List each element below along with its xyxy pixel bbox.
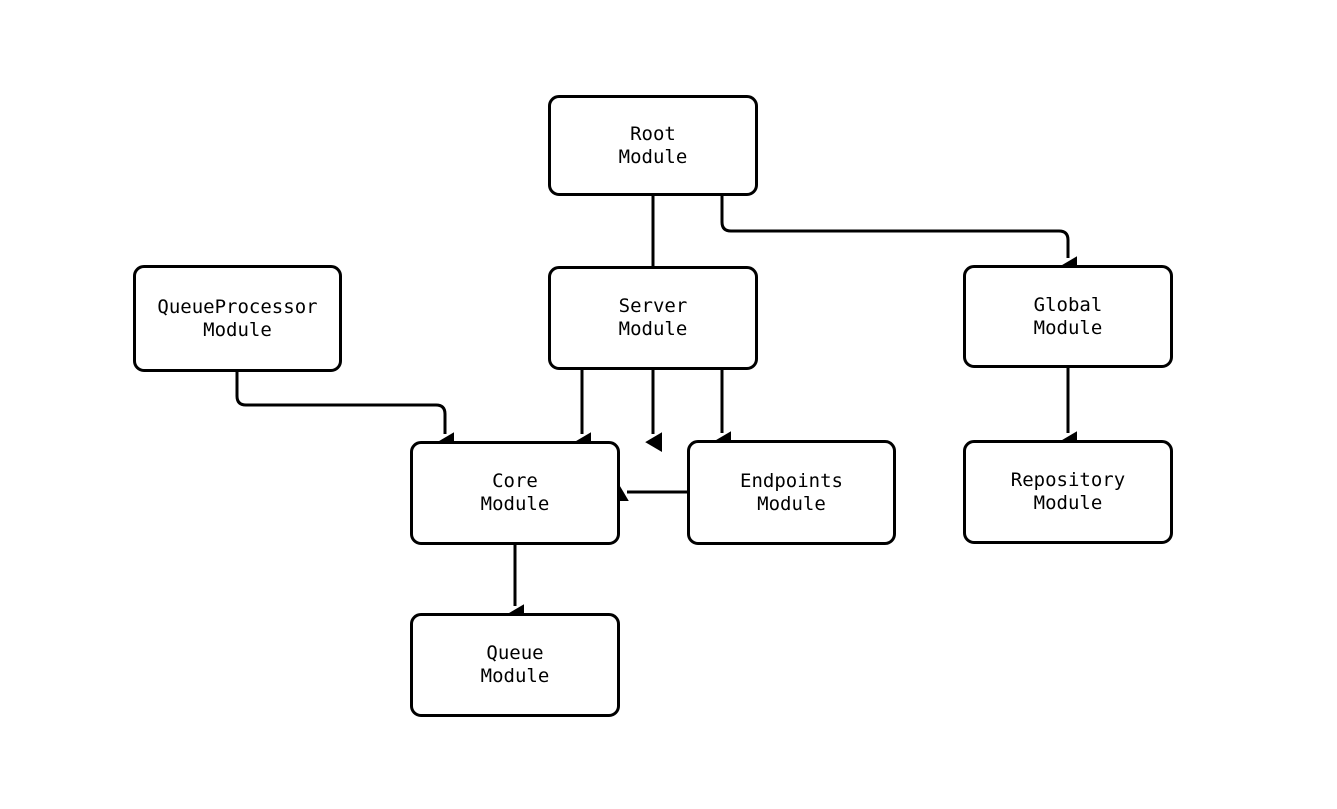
node-repository-line2: Module	[1033, 492, 1103, 514]
node-global-line1: Global	[1033, 293, 1103, 316]
node-endpoints[interactable]: Endpoints Module	[687, 440, 896, 545]
node-endpoints-line2: Module	[757, 492, 826, 515]
node-queueprocessor-line1: QueueProcessor	[157, 295, 318, 318]
edge-queueprocessor-to-core	[235, 372, 454, 452]
node-root[interactable]: Root Module	[548, 95, 758, 196]
node-global-line2: Module	[1033, 316, 1103, 339]
node-queueprocessor-line2: Module	[203, 318, 272, 341]
node-core[interactable]: Core Module	[410, 441, 620, 545]
node-endpoints-line1: Endpoints	[740, 469, 843, 492]
node-global[interactable]: Global Module	[963, 265, 1173, 368]
node-server[interactable]: Server Module	[548, 266, 758, 370]
node-server-line2: Module	[618, 318, 688, 340]
node-queue-line1: Queue	[486, 642, 544, 664]
node-server-line1: Server	[618, 295, 688, 317]
node-queue-line2: Module	[480, 665, 550, 687]
edge-group	[235, 196, 1077, 624]
edge-root-to-global	[720, 196, 1077, 276]
node-root-line2: Module	[618, 145, 688, 168]
node-repository-line1: Repository	[1010, 469, 1126, 491]
node-queueprocessor[interactable]: QueueProcessor Module	[133, 265, 342, 372]
node-root-line1: Root	[630, 122, 676, 145]
node-queue[interactable]: Queue Module	[410, 613, 620, 717]
node-core-line1: Core	[492, 470, 538, 492]
node-repository[interactable]: Repository Module	[963, 440, 1173, 544]
node-core-line2: Module	[480, 493, 550, 515]
